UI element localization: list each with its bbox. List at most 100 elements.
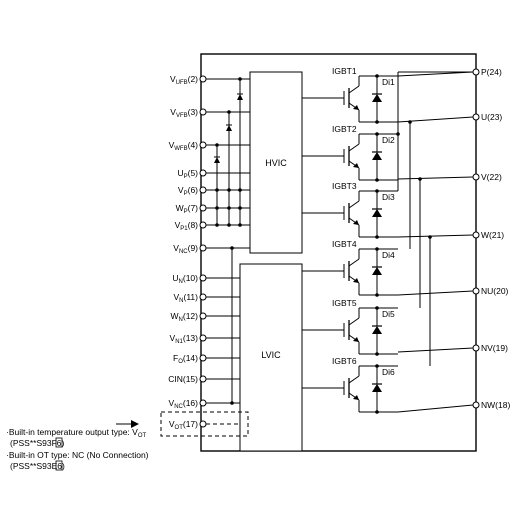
bootstrap-diode-icon [214, 156, 220, 163]
pin-vwfb-label: VWFB(4) [169, 140, 199, 152]
junction-dot [215, 143, 219, 147]
pin-wn-terminal [199, 312, 207, 320]
igbt-label: IGBT5 [332, 298, 357, 308]
igbt-icon [343, 258, 360, 284]
pin-vufb-label: VUFB(2) [170, 74, 198, 86]
junction-dot [238, 206, 242, 210]
pin-vn-label: VN(11) [173, 292, 198, 304]
boxed-letter-f: F [52, 438, 57, 448]
diode-label: Di3 [382, 192, 395, 202]
diode-icon [372, 208, 382, 217]
pin-nw-terminal [472, 401, 480, 409]
junction-dot [215, 206, 219, 210]
diode-icon [372, 266, 382, 275]
pin-nu-terminal [472, 287, 480, 295]
junction-dot [408, 120, 412, 124]
diode-icon [372, 151, 382, 160]
pin-u-terminal [472, 113, 480, 121]
wire [397, 347, 474, 353]
boxed-letter-e: E [52, 461, 58, 471]
pin-up-label: UP(5) [177, 168, 198, 180]
pin-vnc9-label: VNC(9) [173, 243, 198, 255]
igbt-icon [343, 375, 360, 401]
junction-dot [238, 223, 242, 227]
pin-vvfb-terminal [199, 108, 207, 116]
junction-dot [227, 206, 231, 210]
pin-un-label: UN(10) [172, 273, 198, 285]
igbt-icon [343, 200, 360, 226]
junction-dot [238, 188, 242, 192]
pin-wn-label: WN(12) [171, 311, 199, 323]
bootstrap-diode-icon [237, 93, 243, 100]
diode-icon [372, 93, 382, 102]
diode-label: Di2 [382, 135, 395, 145]
pin-u-label: U(23) [481, 112, 502, 122]
pin-vnc16-terminal [199, 399, 207, 407]
igbt-label: IGBT2 [332, 124, 357, 134]
lvic-block [239, 263, 303, 452]
igbt-icon [343, 143, 360, 169]
left-pins: VUFB(2)VVFB(3)VWFB(4)UP(5)VP(6)WP(7)VP1(… [168, 74, 207, 431]
note-line-3: ·Built-in OT type: NC (No Connection) [6, 450, 149, 460]
wire [397, 404, 474, 413]
pin-wp-terminal [199, 204, 207, 212]
igbt-label: IGBT6 [332, 356, 357, 366]
diode-label: Di6 [382, 367, 395, 377]
lvic-label: LVIC [261, 350, 281, 360]
pin-vufb-terminal [199, 75, 207, 83]
pin-v-label: V(22) [481, 172, 502, 182]
wire [397, 176, 474, 180]
pin-w-label: W(21) [481, 230, 504, 240]
igbt-label: IGBT3 [332, 181, 357, 191]
junction-dot [227, 223, 231, 227]
junction-dot [227, 188, 231, 192]
pin-cin-label: CIN(15) [168, 374, 198, 384]
pin-vp1-terminal [199, 221, 207, 229]
vot-dashed-box [160, 411, 249, 437]
hvic-label: HVIC [265, 158, 287, 168]
pin-nw-label: NW(18) [481, 400, 510, 410]
pin-fo-terminal [199, 354, 207, 362]
wiring [206, 71, 474, 425]
igbt-icon [343, 317, 360, 343]
module-outline [200, 53, 477, 452]
pin-vnc9-terminal [199, 244, 207, 252]
pin-nv-terminal [472, 344, 480, 352]
pin-vwfb-terminal [199, 141, 207, 149]
diode-label: Di4 [382, 250, 395, 260]
pin-vn-terminal [199, 293, 207, 301]
power-switches: IGBT1Di1IGBT2Di2IGBT3Di3IGBT4Di4IGBT5Di5… [302, 66, 398, 413]
pin-vp-label: VP(6) [178, 185, 198, 197]
pin-vnc16-label: VNC(16) [169, 398, 199, 410]
wire [397, 71, 474, 77]
hvic-block [249, 71, 303, 254]
diode-label: Di1 [382, 77, 395, 87]
igbt-label: IGBT1 [332, 66, 357, 76]
pin-vp-terminal [199, 186, 207, 194]
pin-p-label: P(24) [481, 67, 502, 77]
pin-up-terminal [199, 169, 207, 177]
junction-dot [215, 188, 219, 192]
diode-icon [372, 325, 382, 334]
vot-arrow-head [131, 420, 139, 428]
pin-w-terminal [472, 231, 480, 239]
pin-un-terminal [199, 274, 207, 282]
diode-label: Di5 [382, 309, 395, 319]
wire [397, 290, 474, 296]
pin-cin-terminal [199, 375, 207, 383]
igbt-icon [343, 85, 360, 111]
junction-dot [227, 110, 231, 114]
pin-vot-terminal [199, 420, 207, 428]
junction-dot [418, 177, 422, 181]
igbt-label: IGBT4 [332, 239, 357, 249]
junction-dot [215, 223, 219, 227]
pin-vvfb-label: VVFB(3) [170, 107, 198, 119]
pin-vn1-label: VN1(13) [170, 333, 199, 345]
junction-dot [428, 235, 432, 239]
